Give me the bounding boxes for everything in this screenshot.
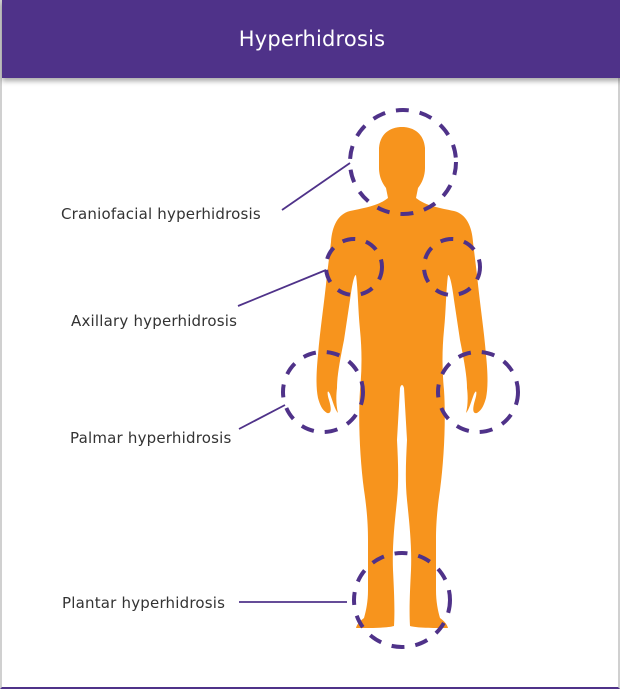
craniofacial-label: Craniofacial hyperhidrosis [61,205,261,223]
human-body-silhouette [316,127,488,628]
plantar-label: Plantar hyperhidrosis [62,594,226,612]
axillary-label: Axillary hyperhidrosis [71,312,238,330]
axillary-right-region-circle [422,237,482,297]
craniofacial-leader-line [281,162,351,211]
page-title: Hyperhidrosis [238,27,386,51]
craniofacial-region-circle [348,108,458,216]
palmar-leader-line [238,404,286,430]
palmar-label: Palmar hyperhidrosis [70,429,232,447]
palmar-left-region-circle [281,350,365,434]
palmar-right-region-circle [436,350,520,434]
plantar-region-circle [352,551,452,649]
axillary-leader-line [237,269,327,307]
header-bar: Hyperhidrosis [2,0,620,78]
axillary-left-region-circle [324,237,384,297]
